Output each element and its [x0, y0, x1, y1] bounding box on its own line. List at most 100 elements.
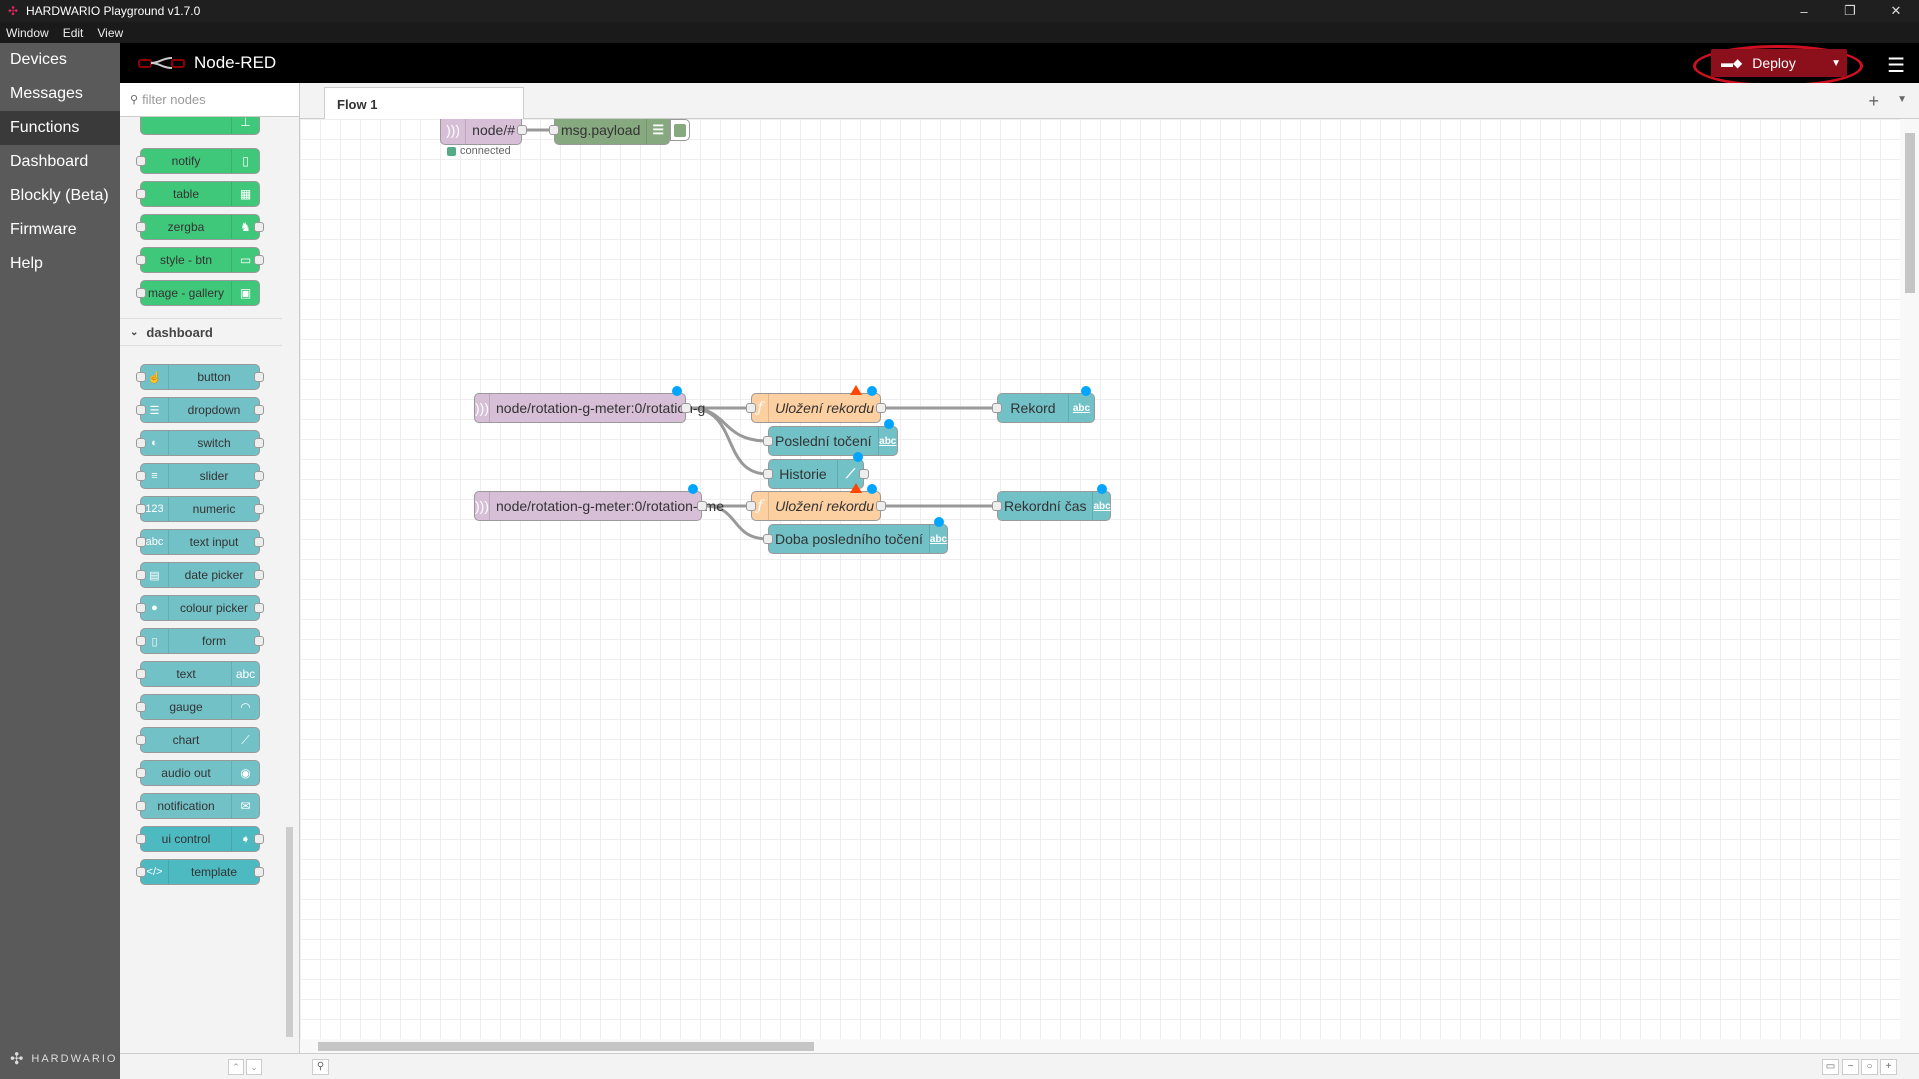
debug-node-msg-payload[interactable]: msg.payload ☰ — [549, 119, 670, 145]
ui-text-node-last-spin[interactable]: Poslední točení abc — [763, 419, 898, 456]
output-port[interactable] — [876, 501, 886, 511]
input-port[interactable] — [746, 501, 756, 511]
menu-edit[interactable]: Edit — [62, 25, 84, 40]
audio-icon: ◉ — [231, 761, 259, 785]
output-port[interactable] — [517, 125, 527, 135]
palette-node-image-gallery[interactable]: mage - gallery▣ — [136, 280, 260, 306]
menu-view[interactable]: View — [97, 25, 124, 40]
palette-node-switch[interactable]: ◐switch — [136, 430, 264, 456]
palette-node-audio-out[interactable]: audio out◉ — [136, 760, 260, 786]
ui-text-node-rekord[interactable]: Rekord abc — [992, 386, 1095, 423]
palette-node-slider[interactable]: ≡slider — [136, 463, 264, 489]
changed-indicator-icon — [853, 452, 863, 462]
palette-node-form[interactable]: ▯form — [136, 628, 264, 654]
output-port[interactable] — [859, 469, 869, 479]
function-node-save-record-1[interactable]: ƒ Uložení rekordu — [746, 385, 886, 423]
minimize-button[interactable]: – — [1800, 3, 1808, 19]
palette-node-partial[interactable]: ⊥ — [140, 117, 260, 135]
node-red-header: Node-RED ▬◆ Deploy ▼ ☰ — [120, 43, 1919, 87]
add-tab-icon[interactable]: + — [1868, 91, 1879, 111]
output-port[interactable] — [697, 501, 707, 511]
menu-window[interactable]: Window — [6, 25, 49, 40]
close-button[interactable]: ✕ — [1890, 3, 1902, 18]
input-port[interactable] — [992, 501, 1002, 511]
palette-node-date-picker[interactable]: ▤date picker — [136, 562, 264, 588]
nav-messages[interactable]: Messages — [10, 85, 83, 102]
collapse-all-icon[interactable]: ⌃ — [228, 1059, 244, 1075]
text-icon: abc — [231, 662, 259, 686]
function-node-save-record-2[interactable]: ƒ Uložení rekordu — [746, 483, 886, 521]
palette-node-style-btn[interactable]: style - btn▭ — [136, 247, 264, 273]
changed-indicator-icon — [688, 484, 698, 494]
mqtt-in-node-rotation-time[interactable]: ))) node/rotation-g-meter:0/rotation-tim… — [474, 484, 724, 521]
window-title: HARDWARIO Playground v1.7.0 — [26, 4, 201, 18]
maximize-button[interactable]: ❐ — [1844, 3, 1856, 18]
palette-node-chart[interactable]: chart⟋ — [136, 727, 260, 753]
vertical-scrollbar-thumb[interactable] — [1905, 133, 1915, 293]
hand-pointer-icon: ☝ — [141, 365, 169, 389]
nav-firmware[interactable]: Firmware — [10, 221, 77, 238]
input-port[interactable] — [763, 436, 773, 446]
zoom-reset-icon[interactable]: ○ — [1861, 1059, 1878, 1075]
palette-scrollbar[interactable] — [283, 117, 295, 1052]
mqtt-in-node-rotation-g[interactable]: ))) node/rotation-g-meter:0/rotation-g — [474, 386, 705, 423]
deploy-caret-icon[interactable]: ▼ — [1831, 57, 1841, 69]
nav-dashboard[interactable]: Dashboard — [10, 153, 89, 170]
nav-functions[interactable]: Functions — [0, 111, 120, 145]
nav-devices[interactable]: Devices — [10, 51, 67, 68]
palette-node-dropdown[interactable]: ☰dropdown — [136, 397, 264, 423]
palette-search-placeholder[interactable]: filter nodes — [142, 92, 206, 107]
zoom-out-icon[interactable]: − — [1842, 1059, 1859, 1075]
palette-footer: ⌃ ⌄ — [120, 1053, 300, 1079]
palette-category-dashboard[interactable]: ⌄ dashboard — [120, 318, 282, 346]
mqtt-in-node-all[interactable]: ))) node/# — [440, 119, 527, 145]
button-shape-icon: ▭ — [231, 248, 259, 272]
deploy-button[interactable]: ▬◆ Deploy ▼ — [1711, 49, 1847, 77]
palette-node-button[interactable]: ☝button — [136, 364, 264, 390]
warning-triangle-icon — [850, 483, 862, 493]
horizontal-scrollbar-thumb[interactable] — [318, 1042, 814, 1051]
zoom-in-icon[interactable]: + — [1880, 1059, 1897, 1075]
palette-scrollbar-thumb[interactable] — [286, 827, 293, 1037]
flow-canvas[interactable]: ))) node/# connected msg.payload ☰ ))) n… — [300, 119, 1900, 1039]
canvas-horizontal-scrollbar[interactable] — [300, 1039, 1919, 1053]
text-input-icon: abc — [141, 530, 169, 554]
palette-node-notification[interactable]: notification✉ — [136, 793, 260, 819]
debug-toggle-button[interactable] — [670, 119, 690, 141]
tab-flow-1[interactable]: Flow 1 — [324, 87, 524, 120]
palette-node-notify[interactable]: notify▯ — [136, 148, 260, 174]
nav-blockly[interactable]: Blockly (Beta) — [10, 187, 109, 204]
palette-node-zergba[interactable]: zergba♞ — [136, 214, 264, 240]
palette-node-ui-control[interactable]: ui control➧ — [136, 826, 264, 852]
input-port[interactable] — [763, 534, 773, 544]
palette-icon: ● — [141, 596, 169, 620]
canvas-vertical-scrollbar[interactable] — [1900, 119, 1919, 1039]
palette-node-gauge[interactable]: gauge◠ — [136, 694, 260, 720]
input-port[interactable] — [992, 403, 1002, 413]
tab-menu-icon[interactable]: ▼ — [1897, 94, 1907, 105]
output-port[interactable] — [876, 403, 886, 413]
ui-chart-node-historie[interactable]: Historie ⟋ — [763, 452, 869, 489]
palette-node-table[interactable]: table▦ — [136, 181, 260, 207]
input-port[interactable] — [763, 469, 773, 479]
ui-text-node-last-spin-duration[interactable]: Doba posledního točení abc — [763, 517, 948, 554]
output-port[interactable] — [681, 403, 691, 413]
debug-toggle-icon — [674, 123, 686, 137]
nav-help[interactable]: Help — [10, 255, 43, 272]
input-port[interactable] — [746, 403, 756, 413]
palette-node-template[interactable]: </>template — [136, 859, 264, 885]
changed-indicator-icon — [934, 517, 944, 527]
expand-all-icon[interactable]: ⌄ — [246, 1059, 262, 1075]
zergba-icon: ♞ — [231, 215, 259, 239]
hamburger-menu-icon[interactable]: ☰ — [1887, 55, 1905, 77]
ui-text-node-record-time[interactable]: Rekordní čas abc — [992, 484, 1111, 521]
input-port[interactable] — [549, 125, 559, 135]
palette-node-colour-picker[interactable]: ●colour picker — [136, 595, 264, 621]
navigator-icon[interactable]: ▭ — [1822, 1059, 1839, 1075]
palette-list: ⊥ notify▯ table▦ zergba♞ style - btn▭ ma… — [120, 117, 282, 1052]
search-flows-icon[interactable]: ⚲ — [312, 1059, 329, 1075]
palette-search[interactable]: ⚲ filter nodes — [120, 83, 299, 117]
